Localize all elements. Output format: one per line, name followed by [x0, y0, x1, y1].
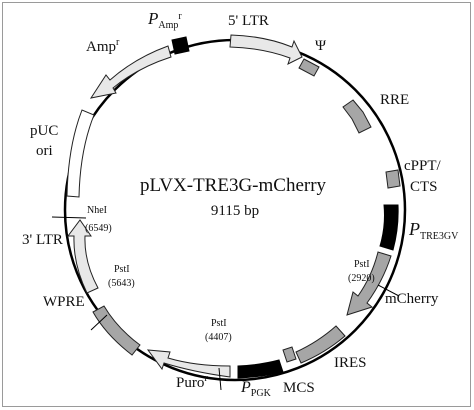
- nhe1-pos: (6549): [85, 223, 112, 234]
- ppgk-label: PPGK: [240, 379, 272, 399]
- ltr3-label: 3' LTR: [22, 232, 63, 248]
- rre-box: [342, 99, 372, 134]
- pst3-pos: (5643): [108, 278, 135, 289]
- pst1-tick: [377, 284, 400, 297]
- mcs-label: MCS: [283, 380, 315, 396]
- plasmid-name: pLVX-TRE3G-mCherry: [140, 175, 327, 196]
- ptre-label: PTRE3GV: [408, 219, 459, 242]
- puc-label-line2: ori: [36, 143, 53, 159]
- psi-label: Ψ: [315, 38, 327, 54]
- pst3-tick: [90, 314, 108, 331]
- pst2-tick: [218, 367, 222, 391]
- pst1-pos: (2920): [348, 273, 375, 284]
- wpre-box: [92, 305, 141, 356]
- puc-label-line1: pUC: [30, 123, 58, 139]
- psi-box: [298, 58, 320, 77]
- puro-arrow: [146, 349, 231, 378]
- rre-label: RRE: [380, 92, 409, 108]
- mcherry-arrow: [346, 251, 392, 316]
- ampr-arrow: [89, 45, 172, 99]
- ires-label: IRES: [334, 355, 367, 371]
- puc-ori-box: [66, 109, 95, 198]
- figure-border: [2, 2, 471, 407]
- pamp-promoter: [171, 36, 190, 55]
- pamp-label: PAmpr: [147, 9, 182, 31]
- nhe1-tick: [51, 216, 87, 219]
- ltr3-arrow: [67, 219, 99, 294]
- nhe1-name: NheI: [87, 205, 107, 216]
- pst3-name: PstI: [114, 264, 130, 275]
- pst1-name: PstI: [354, 259, 370, 270]
- ltr5-arrow: [229, 34, 303, 65]
- pst2-name: PstI: [211, 318, 227, 329]
- ampr-label: Ampr: [86, 37, 120, 55]
- ppgk-promoter: [237, 359, 284, 379]
- ptre-promoter: [379, 204, 399, 251]
- mcherry-label: mCherry: [385, 291, 439, 307]
- pst2-pos: (4407): [205, 332, 232, 343]
- cppt-label-line2: CTS: [410, 179, 438, 195]
- cppt-label-line1: cPPT/: [404, 158, 442, 174]
- puro-label: Puror: [176, 373, 208, 391]
- ltr5-label: 5' LTR: [228, 13, 269, 29]
- ires-box: [295, 325, 346, 364]
- mcs-box: [282, 346, 297, 363]
- wpre-label: WPRE: [43, 294, 85, 310]
- cppt-box: [385, 169, 401, 189]
- plasmid-size: 9115 bp: [211, 203, 259, 219]
